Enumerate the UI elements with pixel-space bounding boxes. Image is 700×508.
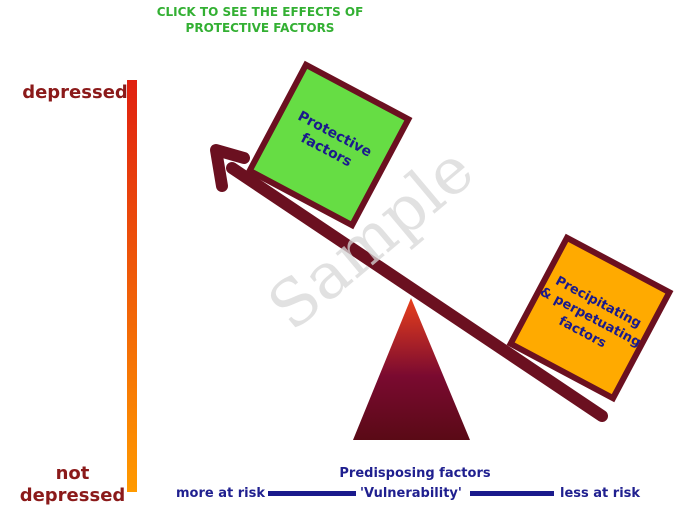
more-at-risk-label: more at risk [176,486,265,501]
depression-scale-bar [127,80,137,492]
depressed-label: depressed [22,82,128,103]
not-depressed-line2: depressed [19,485,126,506]
seesaw-beam [226,162,608,422]
precipitating-factors-box[interactable]: Precipitating & perpetuating factors [506,233,674,403]
predisposing-factors-title: Predisposing factors [339,466,491,481]
protective-factors-cta-link[interactable]: CLICK TO SEE THE EFFECTS OF PROTECTIVE F… [150,4,370,36]
predisposing-line-right [470,491,554,496]
arrow-up-left-icon [210,144,250,192]
fulcrum-triangle [353,298,470,440]
not-depressed-line1: not [55,463,90,484]
vulnerability-label: 'Vulnerability' [360,486,462,501]
cta-line1: CLICK TO SEE THE EFFECTS OF [156,5,364,19]
protective-factors-box[interactable]: Protective factors [245,60,413,230]
not-depressed-label: not depressed [15,463,130,507]
less-at-risk-label: less at risk [560,486,641,501]
predisposing-line-left [268,491,356,496]
cta-line2: PROTECTIVE FACTORS [185,21,335,35]
